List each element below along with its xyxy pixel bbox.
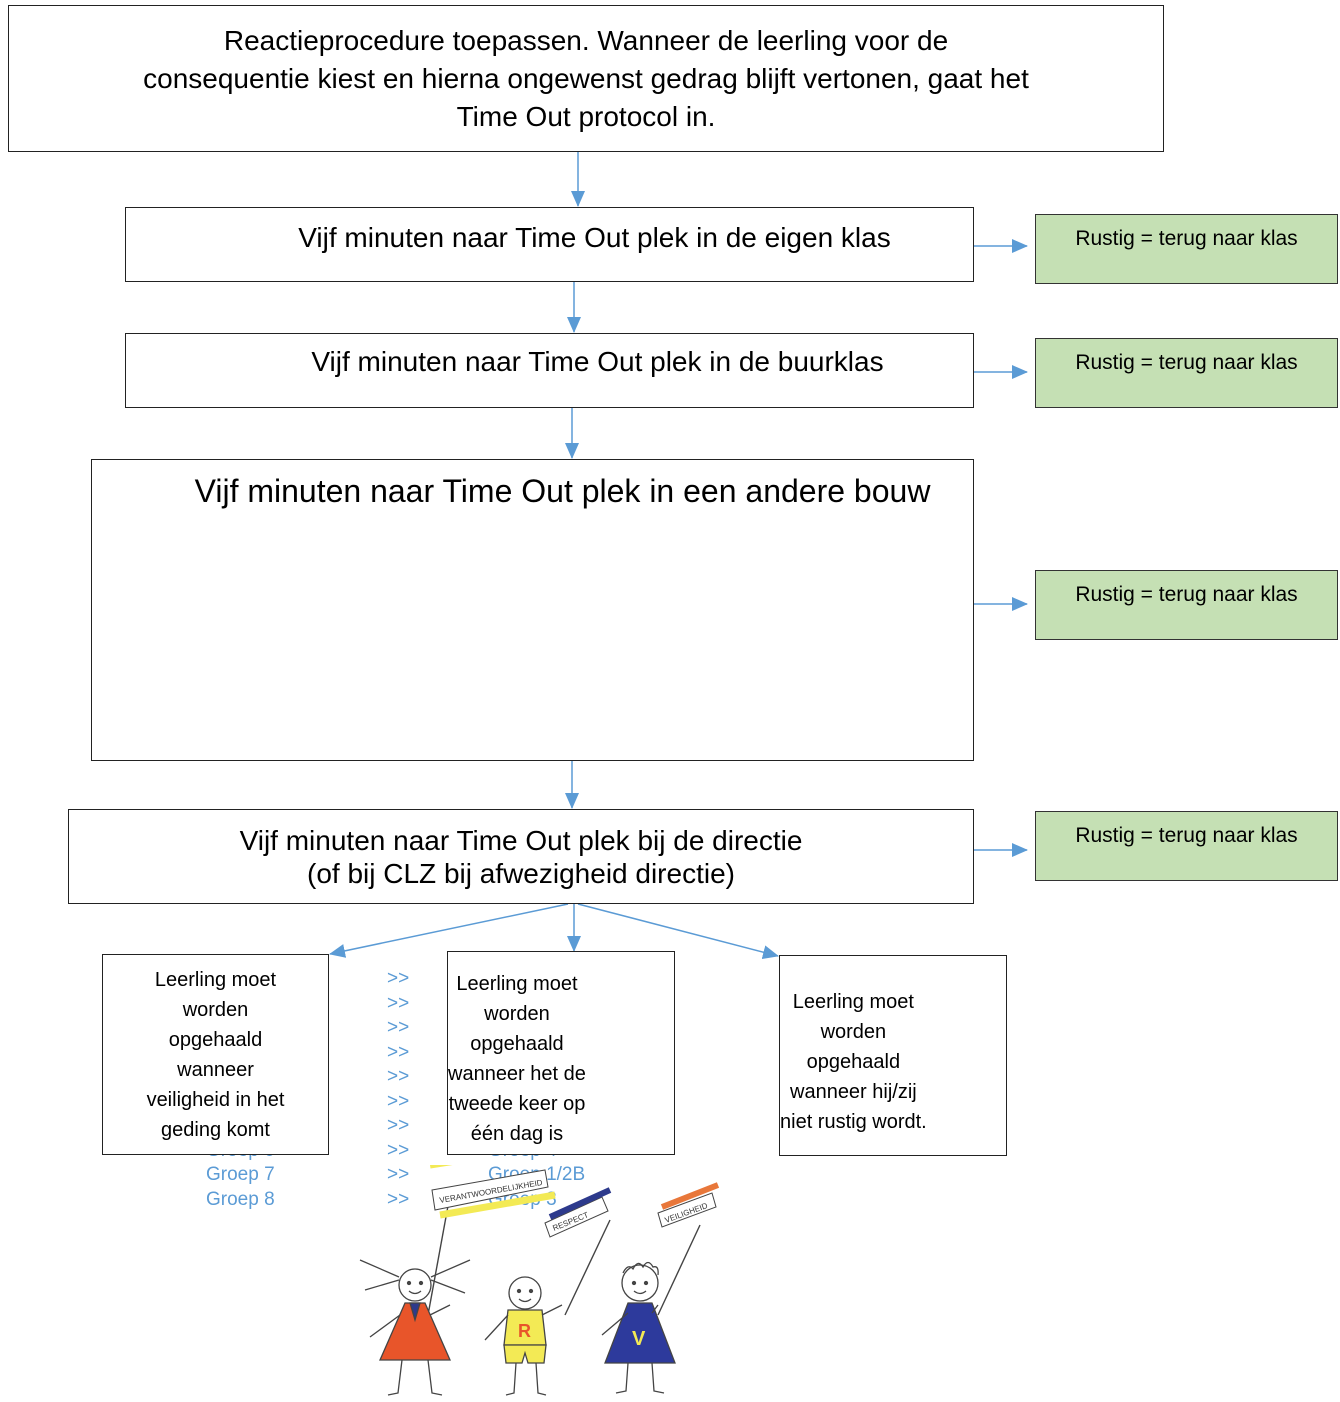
kid-blue-v: V <box>601 1261 676 1394</box>
rustig-label-3: Rustig = terug naar klas <box>1075 583 1298 606</box>
outcome-line: wanneer hij/zij <box>790 1080 917 1103</box>
step4-box: Vijf minuten naar Time Out plek bij de d… <box>68 809 974 904</box>
group-arrow: >> <box>387 992 410 1014</box>
svg-text:V: V <box>632 1328 646 1350</box>
rustig-box-3: Rustig = terug naar klas <box>1035 570 1338 640</box>
values-kids-illustration: VERANTWOORDELIJKHEID RESPECT VEILIGHEID … <box>359 1165 720 1396</box>
intro-line-3: Time Out protocol in. <box>456 100 716 132</box>
outcome-line: niet rustig wordt. <box>780 1110 927 1133</box>
outcome-line: opgehaald <box>168 1028 263 1051</box>
arrow-step4-to-out1 <box>329 903 569 958</box>
outcome-line: opgehaald <box>470 1033 564 1055</box>
rustig-box-4: Rustig = terug naar klas <box>1035 811 1338 881</box>
outcome-line: wanneer <box>177 1058 254 1081</box>
outcome-line: veiligheid in het <box>146 1088 285 1111</box>
rustig-label-4: Rustig = terug naar klas <box>1075 824 1298 847</box>
outcome-line: Leerling moet <box>792 990 914 1013</box>
outcome-line: worden <box>182 998 249 1021</box>
outcome-box-safety: Leerling moet worden opgehaald wanneer v… <box>102 954 329 1155</box>
group-arrow: >> <box>387 1041 410 1063</box>
rustig-box-2: Rustig = terug naar klas <box>1035 338 1338 408</box>
outcome-line: Leerling moet <box>456 973 578 995</box>
flag-verantwoordelijkheid: VERANTWOORDELIJKHEID <box>430 1165 556 1219</box>
group-arrow: >> <box>387 1017 410 1038</box>
outcome-line: opgehaald <box>806 1050 901 1073</box>
group-arrow: >> <box>387 1090 410 1112</box>
group-arrow: >> <box>387 1066 410 1087</box>
group-arrow: >> <box>387 1164 410 1185</box>
intro-line-2: consequentie kiest en hierna ongewenst g… <box>143 62 1029 94</box>
group-arrow: >> <box>387 968 410 989</box>
group-from: Groep 7 <box>206 1164 275 1185</box>
outcome-line: wanneer het de <box>448 1063 586 1085</box>
step4-line-1: Vijf minuten naar Time Out plek bij de d… <box>239 824 803 856</box>
step1-box: Vijf minuten naar Time Out plek in de ei… <box>125 207 974 282</box>
intro-line-1: Reactieprocedure toepassen. Wanneer de l… <box>223 24 949 56</box>
step2-label: Vijf minuten naar Time Out plek in de bu… <box>311 346 884 377</box>
group-arrow: >> <box>387 1188 410 1210</box>
outcome-line: tweede keer op <box>448 1093 586 1115</box>
outcome-box-second-time: Leerling moet worden opgehaald wanneer h… <box>447 951 675 1155</box>
step2-box: Vijf minuten naar Time Out plek in de bu… <box>125 333 974 408</box>
outcome-line: worden <box>484 1003 550 1025</box>
group-from: Groep 8 <box>206 1188 275 1210</box>
outcome-box-not-calm: Leerling moet worden opgehaald wanneer h… <box>779 955 1007 1156</box>
group-arrow: >> <box>387 1115 410 1136</box>
kid-red-dress <box>359 1259 471 1396</box>
step1-label: Vijf minuten naar Time Out plek in de ei… <box>298 222 891 253</box>
group-arrow: >> <box>387 1139 410 1161</box>
step3-label: Vijf minuten naar Time Out plek in een a… <box>194 473 931 509</box>
outcome-line: één dag is <box>470 1123 564 1145</box>
svg-text:R: R <box>518 1321 531 1341</box>
rustig-label-2: Rustig = terug naar klas <box>1075 351 1298 374</box>
outcome-line: Leerling moet <box>154 968 277 991</box>
step3-box: Vijf minuten naar Time Out plek in een a… <box>91 459 974 1210</box>
step4-line-2: (of bij CLZ bij afwezigheid directie) <box>307 857 735 889</box>
outcome-line: geding komt <box>161 1118 270 1141</box>
rustig-label-1: Rustig = terug naar klas <box>1075 227 1298 250</box>
arrow-step4-to-out3 <box>577 903 779 960</box>
flag-veiligheid: VEILIGHEID <box>657 1182 720 1228</box>
outcome-line: worden <box>820 1020 887 1043</box>
intro-box: Reactieprocedure toepassen. Wanneer de l… <box>8 5 1164 152</box>
kid-yellow-r: R <box>484 1276 563 1396</box>
rustig-box-1: Rustig = terug naar klas <box>1035 214 1338 284</box>
